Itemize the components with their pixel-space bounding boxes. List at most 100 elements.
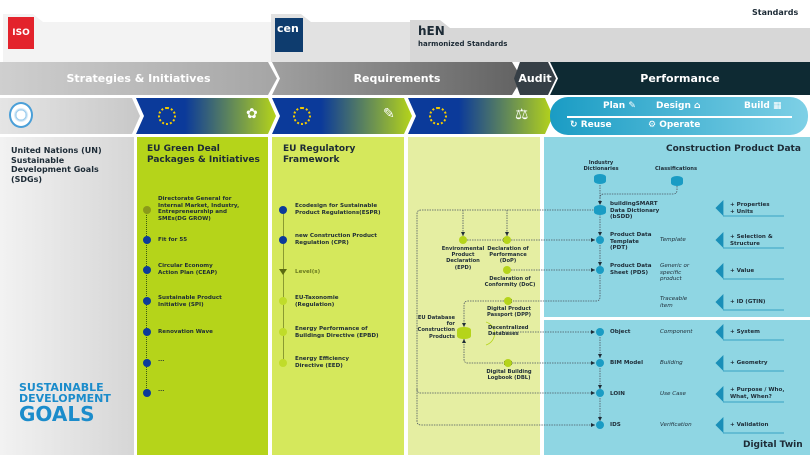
add-validation: + Validation	[730, 422, 769, 428]
level-triangle-icon	[279, 269, 287, 275]
eu-database-label: EU Database for Construction Products	[417, 315, 455, 340]
phase-label: Audit	[518, 72, 552, 85]
kind-building: Building	[660, 360, 683, 366]
lifecycle-plan: Plan ✎	[603, 101, 636, 111]
lifecycle-build: Build ▦	[744, 101, 782, 111]
bim-model-label: BIM Model	[610, 360, 643, 366]
design-label: Design	[656, 101, 691, 111]
regulation-levels: Level(s)	[295, 269, 321, 275]
bim-node	[596, 359, 604, 367]
hands-plant-icon: ✿	[246, 106, 258, 122]
timeline-dot	[143, 328, 151, 336]
dpp-node	[504, 297, 512, 305]
bsdd-db-icon	[594, 205, 606, 215]
kind-verification: Verification	[660, 422, 692, 428]
gear-icon: ⚙	[648, 120, 657, 130]
dbl-label: Digital Building Logbook (DBL)	[486, 369, 532, 382]
dpp-label: Digital Product Passport (DPP)	[486, 306, 532, 319]
phase-audit: Audit	[514, 62, 556, 95]
ids-label: IDS	[610, 422, 621, 428]
timeline-dot	[143, 297, 151, 305]
addition-arrows	[715, 200, 784, 434]
iso-logo: ISO	[8, 17, 34, 49]
pds-label: Product Data Sheet (PDS)	[610, 263, 652, 276]
dbl-node	[504, 359, 512, 367]
sdg-line2: DEVELOPMENT	[19, 392, 111, 405]
dop-node	[503, 236, 511, 244]
initiative-more: ...	[158, 387, 165, 393]
digital-twin-label: Digital Twin	[743, 440, 803, 450]
phase-label: Performance	[640, 72, 720, 85]
regulation-espr: Ecodesign for Sustainable Product Regula…	[295, 203, 381, 216]
kind-product: Generic or specific product	[660, 263, 690, 283]
performance-title: Construction Product Data	[666, 144, 801, 154]
phase-strategies: Strategies & Initiatives	[0, 62, 277, 95]
iso-tab	[3, 14, 271, 62]
bsdd-label: buildingSMART Data Dictionary (bSDD)	[610, 201, 660, 221]
eu-stars-icon	[158, 107, 176, 125]
timeline-dot	[279, 206, 287, 214]
kind-use-case: Use Case	[660, 391, 686, 397]
initiative-ceap: Circular Economy Action Plan (CEAP)	[158, 263, 218, 276]
sdg-logo: SUSTAINABLE DEVELOPMENT GOALS	[19, 382, 111, 424]
lifecycle-operate: ⚙ Operate	[648, 120, 700, 130]
phase-label: Strategies & Initiatives	[66, 72, 211, 85]
classifications-label: Classifications	[655, 166, 698, 172]
regulation-cpr: new Construction Product Regulation (CPR…	[295, 233, 377, 246]
standards-label: Standards	[752, 8, 799, 17]
ids-node	[596, 421, 604, 429]
green-deal-title: EU Green Deal Packages & Initiatives	[147, 144, 260, 165]
initiative-fit-for-55: Fit for 55	[158, 237, 188, 243]
regulatory-title: EU Regulatory Framework	[283, 144, 356, 165]
regulation-eu-taxonomie: EU-Taxonomie (Regulation)	[295, 295, 339, 308]
pdt-node	[596, 236, 604, 244]
initiative-more: ...	[158, 357, 165, 363]
add-value: + Value	[730, 268, 755, 274]
green-deal-column	[137, 137, 268, 455]
un-emblem-icon	[9, 102, 33, 128]
initiative-renovation-wave: Renovation Wave	[158, 329, 213, 335]
phase-label: Requirements	[353, 72, 441, 85]
lifecycle-reuse: ↻ Reuse	[570, 120, 612, 130]
build-label: Build	[744, 101, 770, 111]
industry-dictionary-db-icon	[594, 174, 606, 184]
timeline-line	[283, 210, 284, 364]
timeline-dot	[143, 266, 151, 274]
kind-component: Component	[660, 329, 693, 335]
timeline-dot	[143, 389, 151, 397]
eu-stars-icon	[293, 107, 311, 125]
doc-label: Declaration of Conformity (DoC)	[484, 276, 536, 289]
kind-traceable: Traceable item	[660, 296, 688, 309]
eu-stars-icon	[429, 107, 447, 125]
pencil-icon: ✎	[628, 101, 636, 111]
epd-node	[459, 236, 467, 244]
classifications-db-icon	[671, 176, 683, 186]
compass-icon: ⌂	[694, 101, 701, 111]
object-node	[596, 328, 604, 336]
plan-label: Plan	[603, 101, 626, 111]
timeline-dot	[143, 359, 151, 367]
object-label: Object	[610, 329, 631, 335]
timeline-dot	[279, 328, 287, 336]
sdg-line1: SUSTAINABLE	[19, 381, 104, 394]
kind-template: Template	[660, 237, 686, 243]
industry-dictionaries-label: Industry Dictionaries	[583, 160, 619, 173]
phase-performance: Performance	[550, 62, 810, 95]
initiative-dg-grow: Directorate General for Internal Market,…	[158, 196, 240, 223]
add-id: + ID (GTIN)	[730, 299, 766, 305]
timeline-dot	[143, 206, 151, 214]
performance-divider	[542, 317, 810, 320]
hen-title: hEN	[418, 24, 445, 38]
scales-icon: ⚖	[515, 105, 529, 123]
regulatory-column	[272, 137, 404, 455]
bricks-icon: ▦	[773, 101, 782, 111]
loin-label: LOIN	[610, 391, 625, 397]
audit-column	[408, 137, 540, 455]
database-icon	[457, 327, 471, 339]
add-geometry: + Geometry	[730, 360, 768, 366]
lifecycle-design: Design ⌂	[656, 101, 700, 111]
regulation-epbd: Energy Performance of Buildings Directiv…	[295, 326, 379, 339]
add-selection: + Selection & Structure	[730, 234, 773, 247]
phase-requirements: Requirements	[272, 62, 522, 95]
